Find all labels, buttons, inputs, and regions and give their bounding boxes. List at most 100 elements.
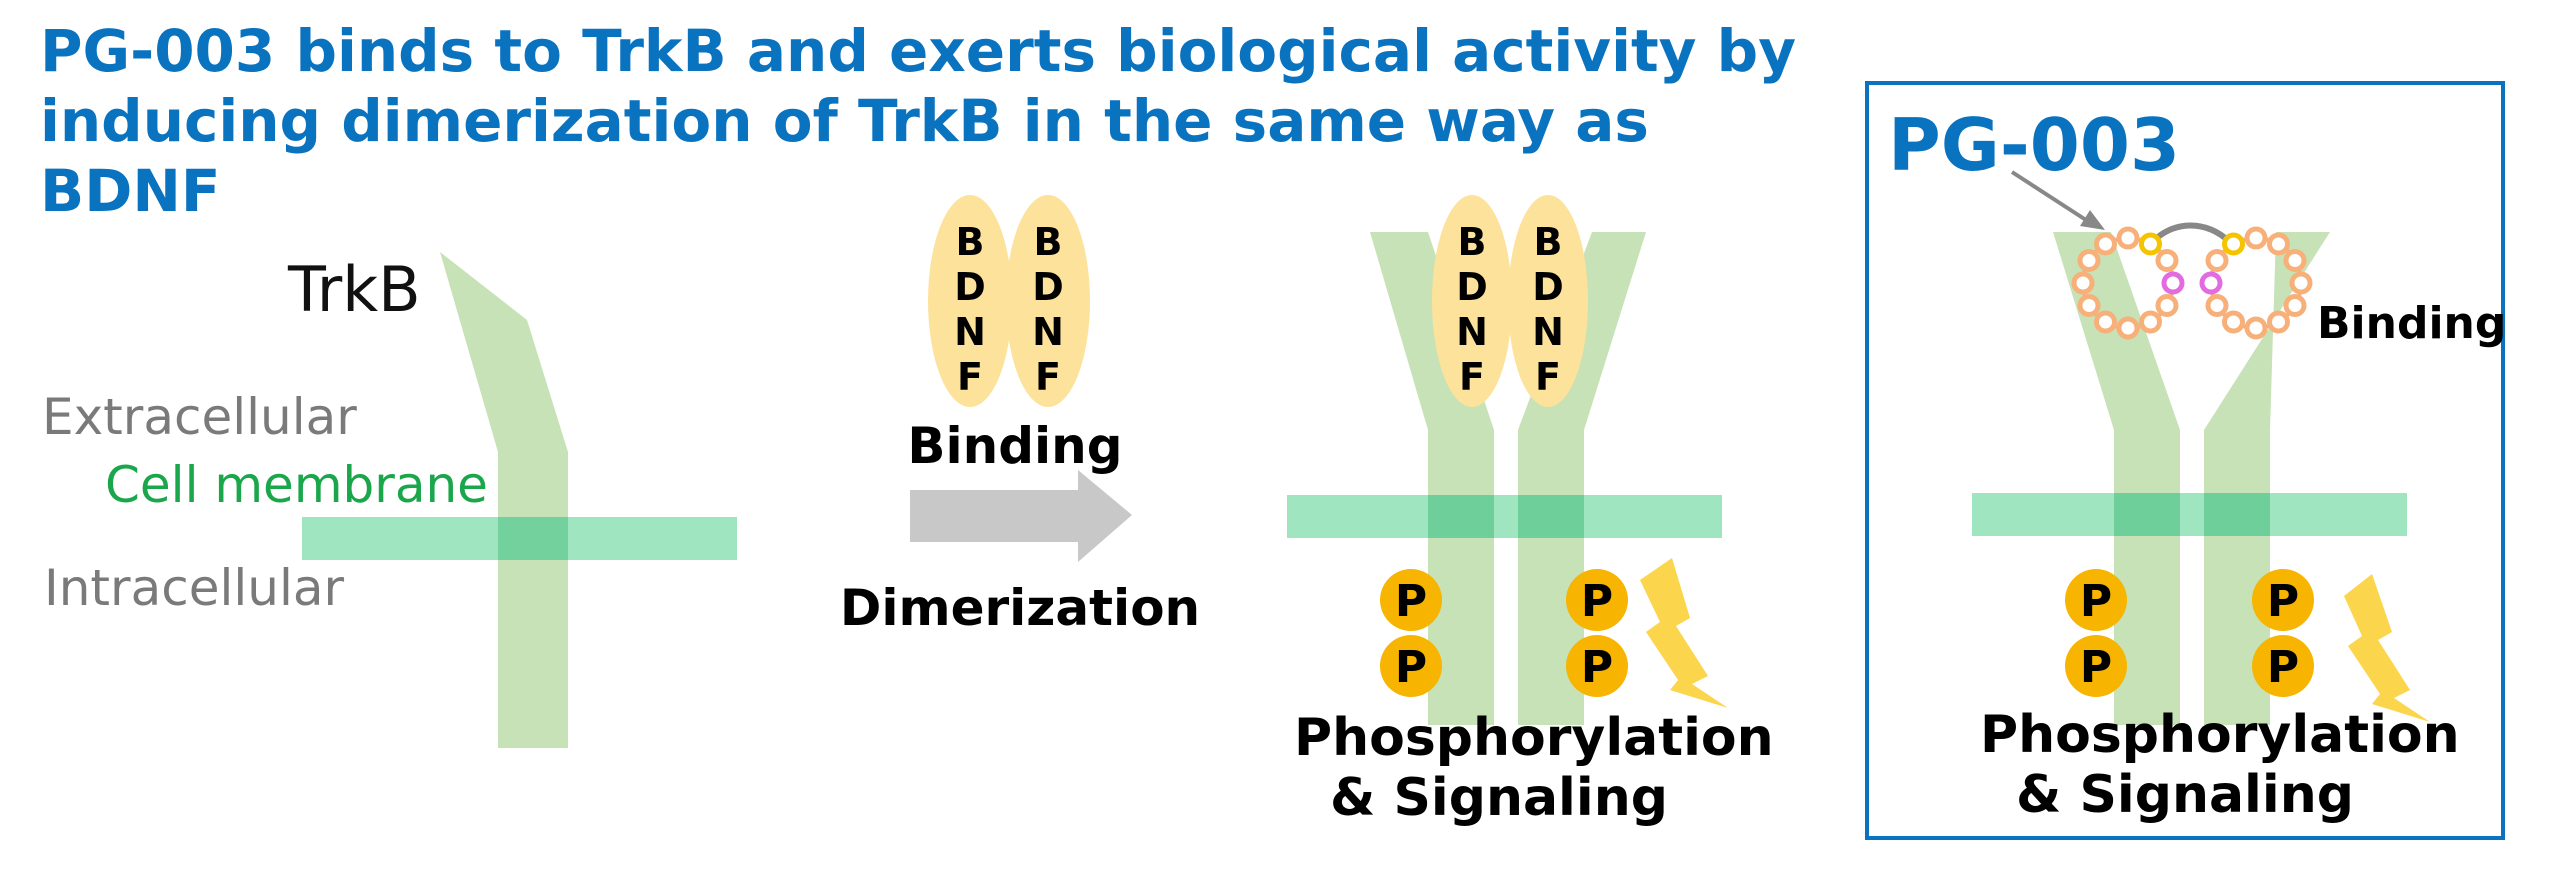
bdnf-letter: B (1034, 220, 1063, 264)
bdnf-letter: F (1535, 355, 1561, 399)
bead (2116, 316, 2140, 340)
phosphate-letter: P (1581, 576, 1613, 627)
membrane-overlap (2204, 493, 2270, 536)
cell-membrane-band (1972, 493, 2407, 536)
bead (2071, 271, 2095, 295)
pg003-title: PG-003 (1888, 103, 2180, 187)
bead (2161, 271, 2185, 295)
phosphate-group: P (2065, 635, 2127, 697)
bdnf-letter: N (1456, 310, 1488, 354)
bdnf-letter: N (1032, 310, 1064, 354)
phosphate-letter: P (1395, 576, 1427, 627)
phosphate-circle (2252, 569, 2314, 631)
bdnf-letter: F (1459, 355, 1485, 399)
cell-membrane-band (1287, 495, 1722, 538)
phosphate-circle (1566, 569, 1628, 631)
bdnf-letter: B (956, 220, 985, 264)
bdnf-dimer-bound: BDNF BDNF (1432, 195, 1588, 407)
binding-label: Binding (907, 417, 1122, 475)
phosphate-circle (2065, 635, 2127, 697)
phosphate-letter: P (2267, 642, 2299, 693)
pg003-molecule (2071, 226, 2313, 340)
bdnf-letter: B (1534, 220, 1563, 264)
bdnf-letter: N (954, 310, 986, 354)
bead (2116, 226, 2140, 250)
phosphate-group: P (1380, 635, 1442, 697)
bead (2267, 310, 2290, 334)
dimerization-label: Dimerization (840, 579, 1200, 637)
bead (2283, 249, 2307, 272)
extracellular-label: Extracellular (42, 388, 357, 446)
phosphate-circle (1380, 569, 1442, 631)
bead (2267, 232, 2290, 256)
phosphate-letter: P (2080, 576, 2112, 627)
trkb-label: TrkB (287, 253, 421, 326)
phosphate-letter: P (2267, 576, 2299, 627)
signal-lightning-icon (1640, 558, 1728, 708)
membrane-overlap (1428, 495, 1494, 538)
bead (2139, 310, 2162, 334)
bead (2094, 232, 2117, 256)
signal-lightning-icon (2344, 574, 2430, 722)
bead (2222, 232, 2245, 256)
bdnf-monomer-left (928, 195, 1012, 407)
bdnf-letter: D (1456, 265, 1488, 309)
phosphate-letter: P (1581, 642, 1613, 693)
trkb-receptor-left (2053, 232, 2180, 725)
outcome-line-1: Phosphorylation (1294, 708, 1774, 768)
outcome-line-2: & Signaling (2016, 765, 2354, 825)
phosphate-letter: P (1395, 642, 1427, 693)
pg003-binding-label: Binding (2317, 298, 2506, 349)
intracellular-label: Intracellular (44, 559, 344, 617)
bdnf-monomer-right (1508, 195, 1588, 407)
bdnf-letter: N (1532, 310, 1564, 354)
outcome-line-1: Phosphorylation (1980, 705, 2460, 765)
bead (2244, 316, 2268, 340)
phosphate-group: P (2065, 569, 2127, 631)
pg003-linker (2149, 222, 2233, 245)
bead (2077, 249, 2101, 272)
bead (2205, 249, 2229, 272)
panel-pg003: PG-003 Binding P P P P Phosphorylation &… (1865, 81, 2506, 840)
title-line-2: inducing dimerization of TrkB in the sam… (40, 87, 1649, 225)
phosphate-circle (1380, 635, 1442, 697)
membrane-overlap (1518, 495, 1584, 538)
panel-trkb-monomer: TrkB Extracellular Cell membrane Intrace… (42, 252, 737, 748)
membrane-overlap (2114, 493, 2180, 536)
outcome-line-2: & Signaling (1330, 768, 1668, 828)
diagram-title: PG-003 binds to TrkB and exerts biologic… (40, 16, 1840, 226)
phosphate-group: P (1380, 569, 1442, 631)
membrane-overlap (498, 517, 568, 560)
bead (2155, 249, 2179, 272)
pointer-arrowhead-icon (2080, 210, 2105, 230)
bead (2205, 294, 2229, 317)
bead (2199, 271, 2223, 295)
phosphate-group: P (2252, 635, 2314, 697)
bead (2289, 271, 2313, 295)
phosphate-group: P (2252, 569, 2314, 631)
bdnf-monomer-right (1006, 195, 1090, 407)
bdnf-dimer: BDNF BDNF (928, 195, 1090, 407)
bdnf-letter: D (1532, 265, 1564, 309)
phosphate-circle (1566, 635, 1628, 697)
phosphate-circle (2065, 569, 2127, 631)
bdnf-monomer-left (1432, 195, 1512, 407)
cell-membrane-label: Cell membrane (105, 456, 488, 514)
phosphate-group: P (1566, 635, 1628, 697)
pointer-line (2010, 170, 2088, 222)
trkb-receptor-right (2204, 232, 2330, 725)
bdnf-letter: B (1458, 220, 1487, 264)
phosphate-circle (2252, 635, 2314, 697)
phosphate-group: P (1566, 569, 1628, 631)
progress-arrow (910, 470, 1132, 562)
bead (2094, 310, 2117, 334)
bead (2283, 294, 2307, 317)
panel-bdnf-arrow: BDNF BDNF Binding Dimerization (840, 195, 1200, 637)
bdnf-letter: F (1035, 355, 1061, 399)
bead (2155, 294, 2179, 317)
bead (2222, 310, 2245, 334)
bdnf-letter: D (954, 265, 986, 309)
trkb-receptor-monomer (440, 252, 568, 748)
bdnf-letter: F (957, 355, 983, 399)
